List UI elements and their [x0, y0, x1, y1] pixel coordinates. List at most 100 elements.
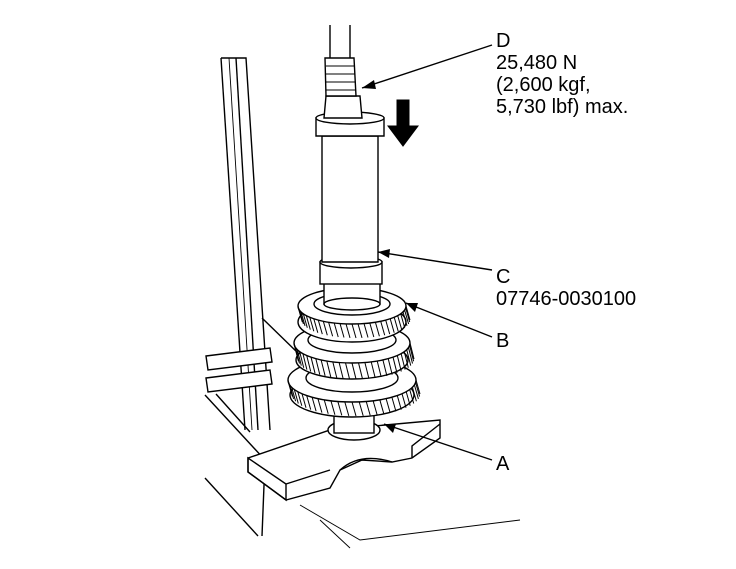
gear-tooth	[408, 347, 413, 364]
gear-tooth	[405, 307, 411, 323]
gear-tooth	[351, 362, 357, 380]
gear-tooth	[337, 401, 343, 416]
gear-tooth	[339, 323, 345, 338]
gear-tooth	[344, 401, 350, 417]
gear-tooth	[328, 322, 334, 337]
callout-d-force-line2: (2,600 kgf,	[496, 74, 591, 96]
press-direction-arrow	[387, 99, 419, 147]
gear-tooth	[403, 351, 409, 368]
gear-tooth	[370, 361, 376, 379]
leader-d	[361, 44, 493, 89]
leader-lines	[361, 44, 493, 461]
gear-tooth	[313, 318, 319, 333]
gear-tooth	[409, 389, 415, 404]
gear-tooth	[385, 398, 391, 413]
gear-tooth	[302, 313, 308, 328]
gear-tooth	[293, 345, 299, 362]
gear-tooth	[401, 393, 407, 408]
callout-d-letter: D	[496, 30, 511, 52]
gear-tooth	[409, 345, 415, 362]
gear-tooth	[405, 305, 411, 321]
gear-tooth	[396, 395, 402, 410]
gear-tooth	[364, 362, 370, 379]
gear-tooth	[323, 399, 329, 414]
gear-tooth	[389, 318, 395, 333]
gear-tooth	[409, 342, 415, 360]
gear-tooth	[376, 360, 382, 378]
gear-tooth	[400, 313, 406, 328]
callout-c-letter: C	[496, 266, 511, 288]
gear-tooth	[415, 379, 421, 395]
press-frame	[204, 57, 301, 537]
gear-tooth	[402, 311, 408, 327]
gear-tooth	[317, 398, 323, 413]
gear-tooth	[333, 322, 339, 338]
gear-tooth	[300, 311, 306, 327]
gear-tooth	[301, 393, 307, 408]
gear-tooth	[345, 362, 350, 380]
gear-tooth	[320, 359, 326, 377]
gear-tooth	[289, 384, 295, 400]
callout-a-letter: A	[496, 453, 510, 475]
gear-tooth	[315, 358, 321, 375]
gear-tooth	[305, 315, 311, 330]
callout-b-letter: B	[496, 330, 510, 352]
gear-tooth	[357, 323, 363, 339]
gear-tooth	[374, 322, 380, 337]
gear-tooth	[317, 319, 323, 335]
gear-tooth	[297, 307, 303, 323]
callout-c-part-number: 07746-0030100	[496, 288, 637, 310]
attachment-tool	[315, 25, 385, 311]
gear-tooth	[332, 361, 338, 379]
gear-tooth	[293, 389, 299, 404]
gear-tooth	[351, 323, 357, 339]
gear-tooth	[358, 401, 364, 417]
gear-tooth	[358, 362, 363, 380]
gear-tooth	[372, 400, 378, 415]
gear-tooth	[291, 387, 297, 402]
gear-tooth	[299, 351, 305, 368]
gear-tooth	[306, 395, 312, 410]
gear-tooth	[382, 359, 388, 377]
gear-tooth	[363, 323, 369, 338]
gear-tooth	[365, 401, 371, 416]
gear-tooth	[393, 317, 399, 332]
gear-tooth	[297, 391, 303, 406]
gear-tooth	[396, 355, 402, 372]
leader-b	[405, 302, 493, 338]
callout-d-force-line1: 25,480 N	[496, 52, 578, 74]
gear-tooth	[392, 356, 398, 374]
gear-tooth	[413, 384, 419, 400]
gear-tooth	[298, 309, 304, 325]
gear-tooth	[379, 399, 385, 414]
gear-tooth	[415, 382, 421, 397]
callout-d-force-line3: 5,730 lbf) max.	[496, 96, 629, 118]
gear-tooth	[311, 397, 317, 412]
gear-tooth	[295, 347, 300, 364]
gear-tooth	[404, 309, 410, 325]
leader-a	[383, 423, 493, 461]
gear-tooth	[400, 353, 406, 370]
gear-tooth	[405, 391, 411, 406]
gear-tooth	[326, 360, 332, 378]
gear-tooth	[338, 362, 344, 379]
gear-tooth	[296, 349, 302, 366]
gear-stack	[287, 287, 421, 441]
gear-tooth	[380, 321, 386, 336]
gear-tooth	[310, 356, 316, 374]
gear-tooth	[387, 358, 393, 375]
gear-tooth	[406, 349, 412, 366]
gear-tooth	[330, 400, 336, 415]
gear-teeth	[287, 305, 421, 417]
gear-tooth	[369, 322, 375, 338]
gear-tooth	[385, 319, 391, 335]
gear-tooth	[351, 401, 357, 417]
gear-tooth	[397, 315, 403, 330]
gear-tooth	[309, 317, 315, 332]
leader-c	[377, 251, 493, 271]
gear-tooth	[322, 321, 328, 336]
gear-tooth	[411, 387, 417, 402]
support-plate	[247, 419, 521, 549]
